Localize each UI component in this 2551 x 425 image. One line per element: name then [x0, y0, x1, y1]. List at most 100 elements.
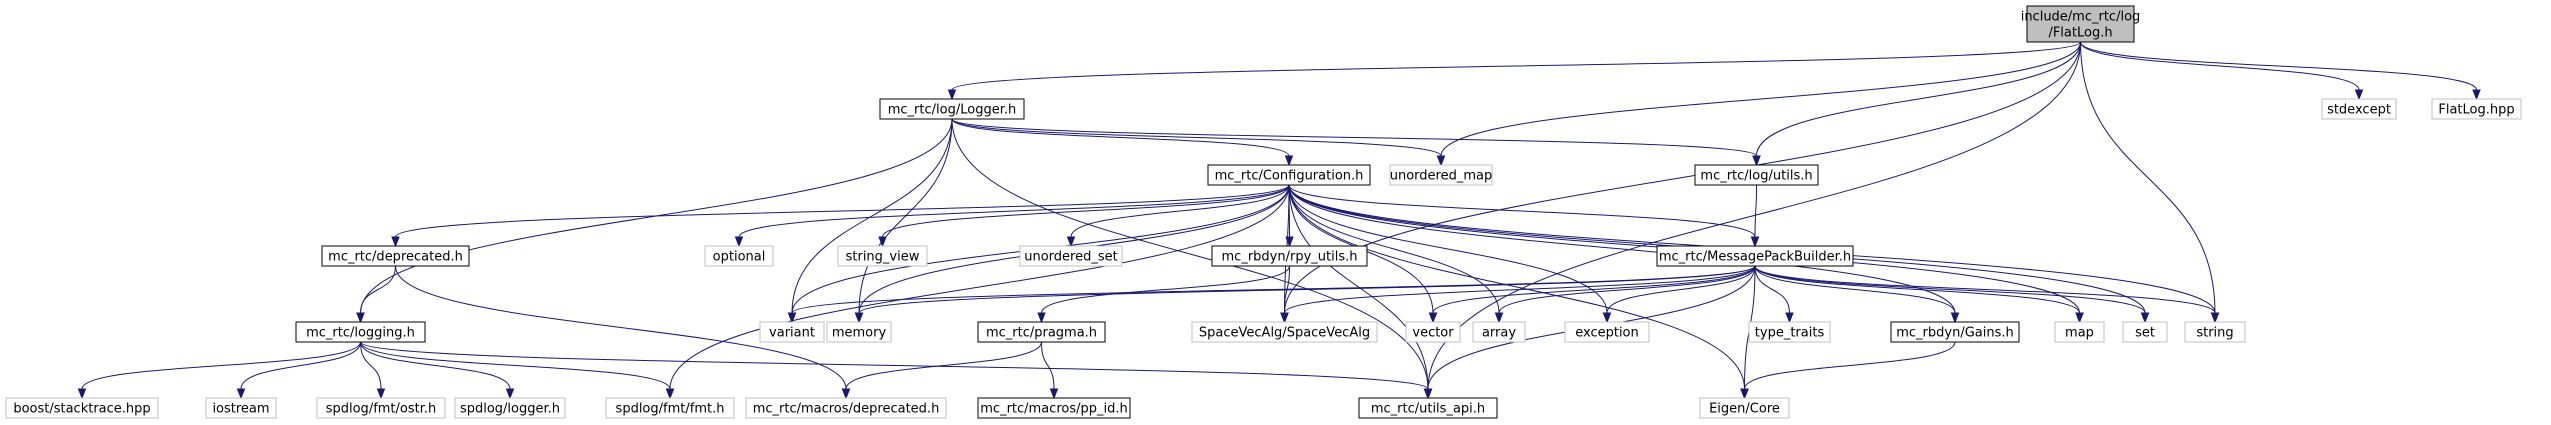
node-label: mc_rtc/macros/pp_id.h	[980, 402, 1127, 417]
node-box	[977, 397, 1131, 419]
edge-msgpack-to-exception	[1602, 265, 1756, 324]
node-fmt: spdlog/fmt/fmt.h	[605, 397, 735, 419]
node-unordered_map: unordered_map	[1389, 164, 1493, 186]
node-label: /FlatLog.h	[2048, 26, 2112, 41]
node-box	[205, 397, 277, 419]
edge-line	[1432, 265, 1756, 314]
edge-arrowhead	[1423, 388, 1433, 400]
node-box	[1405, 321, 1461, 343]
node-stdexcept: stdexcept	[2321, 98, 2397, 120]
edge-line	[2080, 41, 2477, 91]
edge-logger-to-logging	[356, 118, 953, 324]
node-logging[interactable]: mc_rtc/logging.h	[295, 321, 426, 343]
edge-arrowhead	[77, 388, 87, 400]
node-box	[1748, 321, 1831, 343]
edge-arrowhead	[2472, 89, 2481, 101]
node-label: mc_rbdyn/rpy_utils.h	[1222, 250, 1358, 265]
node-label: mc_rbdyn/Gains.h	[1896, 326, 2014, 341]
edge-line	[845, 341, 1042, 390]
edge-msgpack-to-memory	[854, 265, 1756, 324]
edge-arrowhead	[734, 236, 744, 248]
edge-line	[1041, 265, 1290, 314]
edge-line	[81, 341, 361, 390]
edge-line	[669, 184, 1290, 390]
node-box	[2184, 321, 2246, 343]
edge-logutils-to-msgpack	[1750, 184, 1760, 248]
node-pragma[interactable]: mc_rtc/pragma.h	[977, 321, 1106, 343]
node-label: mc_rtc/logging.h	[306, 326, 415, 341]
edge-arrowhead	[841, 388, 851, 400]
node-label: exception	[1575, 326, 1639, 341]
node-gains[interactable]: mc_rbdyn/Gains.h	[1890, 321, 2020, 343]
node-label: variant	[769, 326, 815, 341]
node-msgpack[interactable]: mc_rtc/MessagePackBuilder.h	[1656, 245, 1854, 267]
node-box	[1694, 164, 1819, 186]
edge-line	[2080, 41, 2216, 314]
edge-msgpack-to-vector	[1428, 265, 1756, 324]
node-rpyutils[interactable]: mc_rbdyn/rpy_utils.h	[1211, 245, 1368, 267]
node-box	[316, 397, 446, 419]
node-box	[1389, 164, 1493, 186]
node-label: iostream	[212, 402, 269, 417]
edge-flatlog-to-string	[2080, 41, 2220, 324]
edge-arrowhead	[2140, 312, 2150, 324]
node-ppid[interactable]: mc_rtc/macros/pp_id.h	[977, 397, 1131, 419]
node-label: optional	[713, 250, 766, 265]
node-label: spdlog/logger.h	[460, 402, 560, 417]
node-utilsapi[interactable]: mc_rtc/utils_api.h	[1358, 397, 1498, 419]
node-label: vector	[1412, 326, 1454, 341]
node-type_traits: type_traits	[1748, 321, 1831, 343]
edge-configuration-to-optional	[734, 184, 1290, 248]
node-label: type_traits	[1755, 326, 1825, 341]
node-box	[1019, 245, 1123, 267]
node-label: mc_rtc/log/utils.h	[1700, 169, 1812, 184]
node-label: stdexcept	[2327, 103, 2391, 118]
edge-line	[1288, 184, 1500, 314]
node-logutils[interactable]: mc_rtc/log/utils.h	[1694, 164, 1819, 186]
node-label: Eigen/Core	[1709, 402, 1780, 417]
edge-line	[360, 341, 671, 390]
edge-line	[1041, 341, 1055, 390]
edge-line	[360, 341, 511, 390]
edge-configuration-to-utilsapi	[1288, 184, 1433, 400]
node-flatlog[interactable]: include/mc_rtc/log/FlatLog.h	[2021, 5, 2141, 43]
edge-configuration-to-unordered_set	[1066, 184, 1290, 248]
node-label: array	[1482, 326, 1516, 341]
edge-flatlog-to-utilsapi	[1423, 41, 2081, 400]
edge-line	[1754, 184, 1757, 238]
edge-arrowhead	[1740, 388, 1749, 400]
edge-arrowhead	[1602, 312, 1612, 324]
edge-line	[858, 265, 1756, 314]
edge-logging-to-iostream	[236, 341, 361, 400]
edge-arrowhead	[1436, 155, 1446, 167]
node-box	[745, 397, 947, 419]
node-ostr: spdlog/fmt/ostr.h	[316, 397, 446, 419]
node-set: set	[2122, 321, 2168, 343]
node-box	[837, 245, 928, 267]
node-label: mc_rtc/utils_api.h	[1371, 402, 1485, 417]
node-unordered_set: unordered_set	[1019, 245, 1123, 267]
node-box	[977, 321, 1106, 343]
edge-logger-to-variant	[787, 118, 953, 324]
edge-line	[1288, 184, 1608, 314]
edge-line	[1288, 184, 1745, 390]
edge-gains-to-eigen	[1740, 341, 1956, 400]
node-logger[interactable]: mc_rtc/log/Logger.h	[879, 98, 1025, 120]
edge-arrowhead	[1785, 312, 1794, 324]
edge-line	[1288, 184, 1756, 238]
edge-logging-to-utilsapi	[360, 341, 1433, 400]
edge-msgpack-to-array	[1494, 265, 1756, 324]
node-configuration[interactable]: mc_rtc/Configuration.h	[1207, 164, 1371, 186]
node-label: unordered_map	[1390, 169, 1493, 184]
node-box	[2054, 321, 2105, 343]
edge-flatlog-to-logger	[947, 41, 2081, 101]
edge-configuration-to-deprecated	[391, 184, 1290, 248]
edge-arrowhead	[854, 312, 864, 324]
node-spacevecalg: SpaceVecAlg/SpaceVecAlg	[1191, 321, 1378, 343]
node-label: spdlog/fmt/fmt.h	[616, 402, 725, 417]
node-deprecated[interactable]: mc_rtc/deprecated.h	[321, 245, 470, 267]
edge-line	[738, 184, 1290, 238]
node-stacktrace: boost/stacktrace.hpp	[5, 397, 159, 419]
node-spdlogger: spdlog/logger.h	[454, 397, 566, 419]
